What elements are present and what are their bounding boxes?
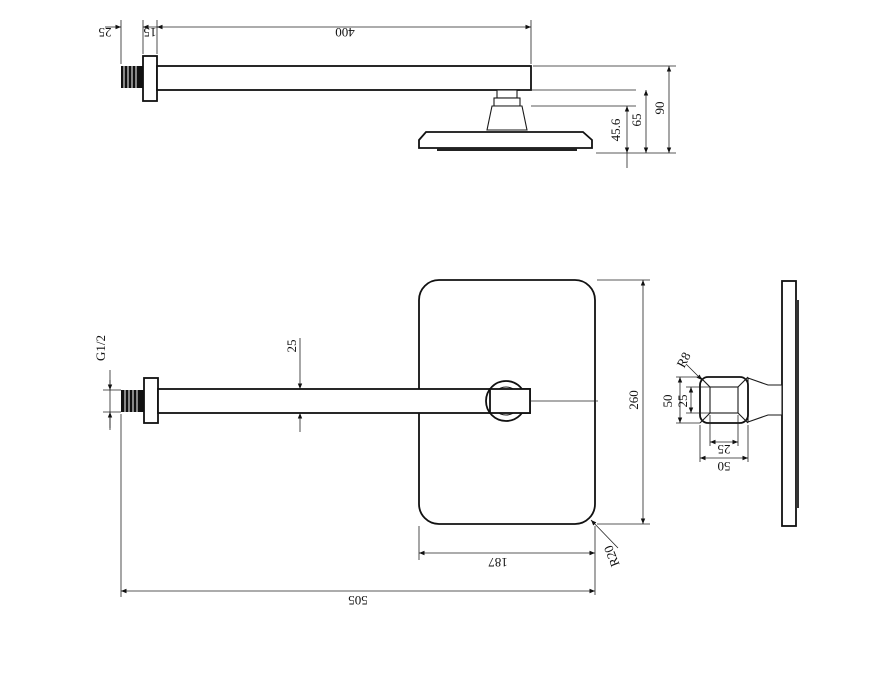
head-side-profile <box>781 280 797 527</box>
wall-thread-front <box>121 390 144 412</box>
dim-wall-offset: 25 <box>99 25 112 40</box>
dim-total-length: 505 <box>348 593 368 608</box>
head-connector <box>486 89 528 131</box>
arm-section-inner <box>709 386 739 414</box>
dim-outer-width: 50 <box>718 459 731 474</box>
side-view: R8 50 25 25 50 <box>660 280 799 527</box>
dim-head-height: 260 <box>626 390 641 410</box>
dim-inner-square: 25 <box>675 395 690 408</box>
nozzle-ticks <box>796 300 799 508</box>
shower-arm-front <box>157 388 531 414</box>
front-view: G1/2 25 260 187 R20 505 <box>93 279 650 608</box>
dim-total-drop: 90 <box>652 102 667 115</box>
shower-head-profile <box>418 131 593 149</box>
dim-outer-radius: R8 <box>673 350 693 370</box>
dim-flange: 15 <box>144 25 157 40</box>
dim-arm-section: 25 <box>284 340 299 353</box>
dim-head-thickness: 45.6 <box>608 118 623 141</box>
dim-head-width: 187 <box>488 555 508 570</box>
nozzle-row <box>437 148 577 151</box>
dim-head-drop: 65 <box>629 114 644 127</box>
wall-flange-front <box>143 377 159 424</box>
dim-thread: G1/2 <box>93 335 108 361</box>
side-connector <box>747 377 783 423</box>
dim-inner-width: 25 <box>718 442 731 457</box>
shower-arm <box>156 65 532 91</box>
wall-thread <box>121 66 143 88</box>
top-view: 25 15 400 45.6 65 90 <box>99 20 676 168</box>
dim-outer-square: 50 <box>660 395 675 408</box>
wall-flange <box>142 55 158 102</box>
dim-arm-length: 400 <box>335 25 355 40</box>
dim-corner-radius: R20 <box>601 543 623 569</box>
